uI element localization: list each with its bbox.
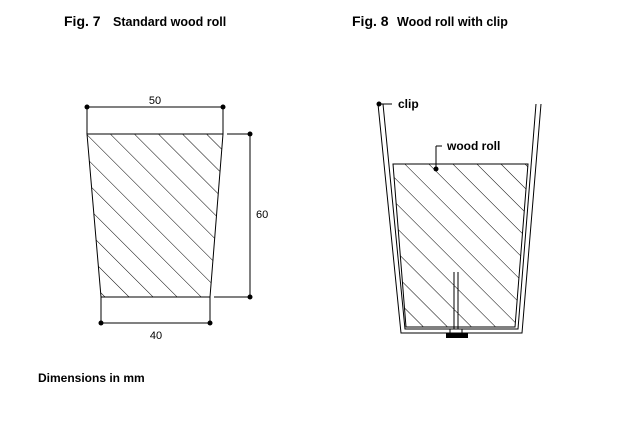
fig7-number: Fig. 7: [64, 13, 101, 29]
fig7-bottom-width-label: 40: [150, 330, 162, 342]
fig8-clip-label-group: clip: [379, 97, 419, 111]
fig7-hatched-trapezoid: [86, 133, 224, 298]
fig7-height-dimension: 60: [214, 131, 268, 300]
fig7-wood-roll: [86, 133, 224, 298]
dimensions-note: Dimensions in mm: [38, 371, 145, 385]
fig8-pin-icon: [446, 272, 468, 338]
fig7-top-dimension: 50: [84, 95, 226, 134]
fig8-number: Fig. 8: [352, 13, 389, 29]
fig7-title: Standard wood roll: [113, 15, 226, 29]
fig8-roll-label: wood roll: [446, 139, 500, 153]
fig8-wood-roll: [392, 163, 529, 328]
fig7-top-width-label: 50: [149, 95, 161, 107]
fig7-bottom-dimension: 40: [98, 297, 213, 342]
fig7-height-label: 60: [256, 209, 268, 221]
fig8-roll-label-group: wood roll: [433, 139, 500, 172]
fig8-title: Wood roll with clip: [397, 15, 508, 29]
fig8-clip-label: clip: [398, 97, 419, 111]
fig8-hatched-trapezoid: [392, 163, 529, 328]
